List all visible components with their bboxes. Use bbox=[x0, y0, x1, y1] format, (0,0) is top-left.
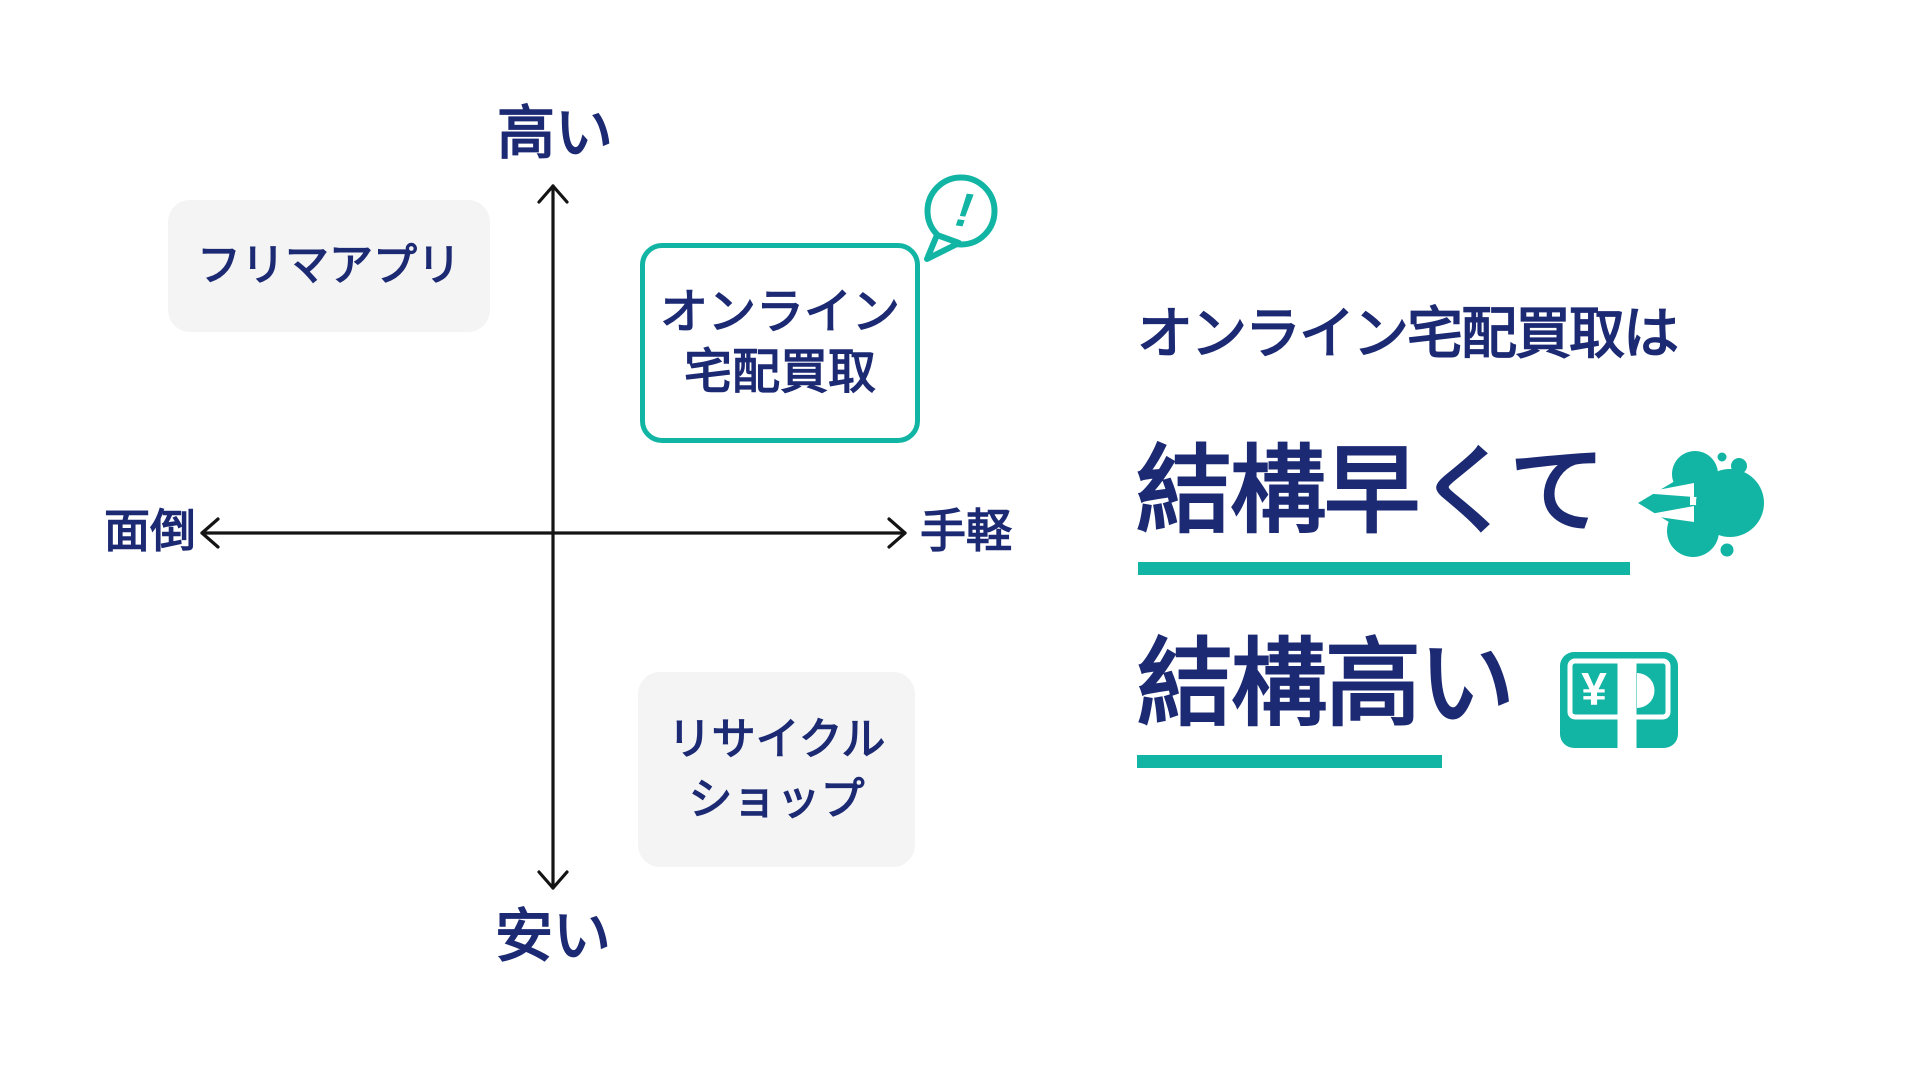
speed-line bbox=[1642, 483, 1694, 497]
exclamation-speech-bubble-icon: ! bbox=[924, 174, 998, 262]
speed-line bbox=[1645, 506, 1694, 522]
box-flea-market-app: フリマアプリ bbox=[168, 200, 490, 332]
point-fast-underline bbox=[1138, 562, 1630, 575]
banknote-watermark bbox=[1637, 673, 1655, 708]
callout-panel: オンライン宅配買取は 結構早くて 結構高い bbox=[1020, 0, 1920, 1080]
axis-label-easy: 手軽 bbox=[920, 505, 1012, 557]
axes bbox=[200, 184, 907, 890]
axis-label-cheap: 安い bbox=[494, 904, 612, 969]
point-high-underline bbox=[1137, 755, 1442, 768]
banknote-band bbox=[1617, 661, 1637, 748]
axis-label-troublesome: 面倒 bbox=[104, 505, 196, 557]
box-online-line2: 宅配買取 bbox=[683, 346, 876, 399]
box-recycle-line2: ショップ bbox=[688, 774, 865, 824]
dash-puff-icon bbox=[1638, 451, 1764, 557]
arrowhead-left-icon bbox=[200, 517, 220, 549]
callout-headline: オンライン宅配買取は bbox=[1137, 302, 1679, 365]
yen-mark: ¥ bbox=[1581, 663, 1607, 715]
axis-label-expensive: 高い bbox=[496, 101, 614, 166]
box-flea-market-app-label: フリマアプリ bbox=[197, 241, 461, 290]
box-recycle-line1: リサイクル bbox=[667, 714, 886, 764]
point-fast-text: 結構早くて bbox=[1136, 438, 1605, 545]
box-recycle-shop: リサイクル ショップ bbox=[638, 672, 915, 867]
box-online-delivery-purchase: オンライン 宅配買取 bbox=[640, 243, 920, 443]
quadrant-chart: 高い 安い 面倒 手軽 フリマアプリ オンライン 宅配買取 ! リサイクル ショ… bbox=[104, 101, 1012, 969]
arrowhead-down-icon bbox=[537, 870, 569, 890]
arrowhead-right-icon bbox=[887, 517, 907, 549]
box-online-line1: オンライン bbox=[659, 286, 900, 339]
arrowhead-up-icon bbox=[537, 184, 569, 204]
yen-banknote-icon: ¥ bbox=[1560, 652, 1678, 748]
point-high-text: 結構高い bbox=[1137, 631, 1515, 738]
exclamation-mark: ! bbox=[952, 184, 975, 239]
speech-bubble-tail bbox=[924, 232, 962, 262]
